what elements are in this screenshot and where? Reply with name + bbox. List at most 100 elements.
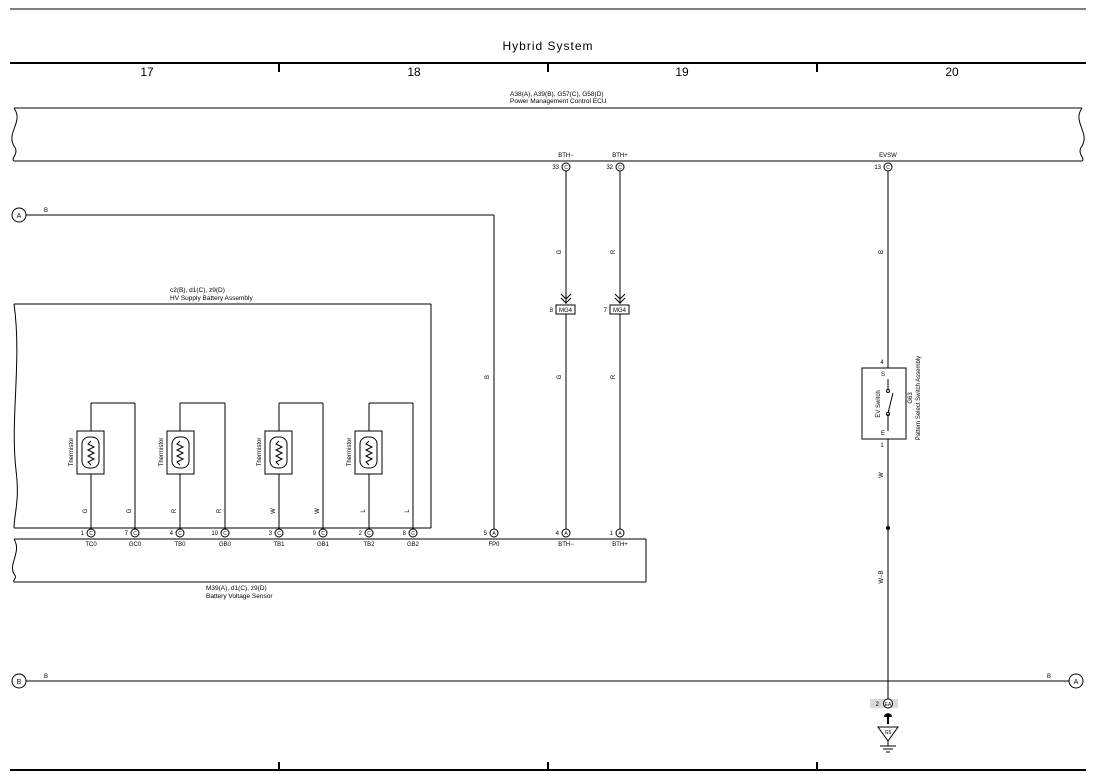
pin-number: 13 [874,165,881,171]
mg4-connector [555,304,576,315]
wire-color: R [611,249,617,254]
pin-label: FP0 [488,542,500,548]
wire-color: R [172,508,178,513]
wire-b: B A B B [11,673,1084,689]
column-number: 17 [140,65,154,79]
wire-color: B [44,208,48,214]
pin-code: A [492,531,496,537]
wire-color: W−B [879,570,885,583]
pin-code: C [618,165,622,171]
pin-label: GB2 [407,542,420,548]
ref-letter: B [17,679,22,686]
sensor-pin-tc0: C 1 TC0 [81,528,97,548]
ecu-box: A38(A), A39(B), G57(C), G58(D) Power Man… [11,91,1085,162]
wire-color: B [44,674,48,680]
pin-number: 1 [81,531,85,537]
pin-number: 32 [606,165,613,171]
thermistor-1: Thermistor R R [159,402,226,529]
ground-triangle [877,726,899,742]
ref-letter: A [17,213,22,220]
pin-label: TB0 [174,542,186,548]
wire-color: B [485,375,491,379]
wire-evsw: B W W−B [879,171,890,699]
wire-color: R [611,374,617,379]
sensor-pin-tb2: C 2 TB2 [359,528,375,548]
pin-number: 33 [552,165,559,171]
pin-label: BTH− [558,542,574,548]
pin-number: 1 [610,531,614,537]
sensor-pin-gb0: C 10 GB0 [211,528,232,548]
pin-number: 4 [556,531,560,537]
pin-number: 9 [313,531,317,537]
pin-number: 3 [269,531,273,537]
ecu-pin-bth-plus: BTH+ C 32 [606,153,628,172]
wire-bth-plus: MG4 7 R R [604,171,630,529]
pin-code: C [178,531,182,537]
pin-number: 8 [403,531,407,537]
pin-code: C [277,531,281,537]
wire-color: W [271,508,277,514]
ground-point: G5 [885,730,892,736]
wire-bth-minus: MG4 8 G G [550,171,576,529]
connector-pin: 7 [604,308,608,314]
connector-name: MG4 [559,308,573,314]
switch-term: E [881,431,885,437]
column-number: 18 [407,65,421,79]
thermistor-label: Thermistor [159,438,165,467]
pin-code: C [411,531,415,537]
wire-color: W [315,508,321,514]
battery-codes: c2(B), d1(C), z9(D) [170,287,225,294]
pin-code: C [886,165,890,171]
pin-label: GC0 [129,542,142,548]
mg4-connector [609,304,630,315]
connector-name: MG4 [613,308,627,314]
connector-pin: 8 [550,308,554,314]
switch-name: Pattern Select Switch Assembly [916,356,922,440]
column-number: 20 [945,65,959,79]
battery-name: HV Supply Battery Assembly [170,295,253,302]
pin-code: A [618,531,622,537]
pin-code: C [321,531,325,537]
wire-color: L [361,509,367,513]
sensor-pin-tb1: C 3 TB1 [269,528,285,548]
pin-label: GB0 [219,542,232,548]
thermistor-label: Thermistor [69,438,75,467]
pin-number: 2 [359,531,363,537]
wire-color: B [879,250,885,254]
pin-code: C [367,531,371,537]
pin-code: C [133,531,137,537]
wire-color: W [879,472,885,478]
wire-color: G [557,249,563,254]
ecu-name: Power Management Control ECU [510,98,607,105]
switch-top-pin: 4 [880,360,884,366]
wire-color: B [1047,674,1051,680]
wire-color: G [557,374,563,379]
sensor-codes: M39(A), d1(C), z9(D) [206,585,267,592]
thermistor-label: Thermistor [347,438,353,467]
pin-label: TB1 [273,542,285,548]
ref-a-right [1068,673,1084,689]
page-title: Hybrid System [502,39,593,53]
splice-point [886,526,890,530]
sensor-pin-gc0: C 7 GC0 [125,528,142,548]
wire-color: G [83,508,89,513]
pin-code: C [89,531,93,537]
pin-number: 5 [484,531,488,537]
sensor-name: Battery Voltage Sensor [206,593,273,600]
ecu-pin-bth-minus: BTH− C 33 [552,153,574,172]
ecu-codes: A38(A), A39(B), G57(C), G58(D) [510,91,604,98]
pin-label: TB2 [363,542,375,548]
wire-color: G [127,508,133,513]
wire-color: L [405,509,411,513]
pin-code: C [223,531,227,537]
wire-color: R [217,508,223,513]
thermistor-0: Thermistor G G [69,402,136,529]
sensor-pin-fp0: A 5 FP0 [484,528,500,548]
switch-code: G63 [908,392,914,404]
switch-term: S [881,372,885,378]
switch-bottom-pin: 1 [880,443,884,449]
pin-number: 10 [211,531,218,537]
ground-g5: EA 2 G5 [870,698,899,753]
ref-letter: A [1074,679,1079,686]
